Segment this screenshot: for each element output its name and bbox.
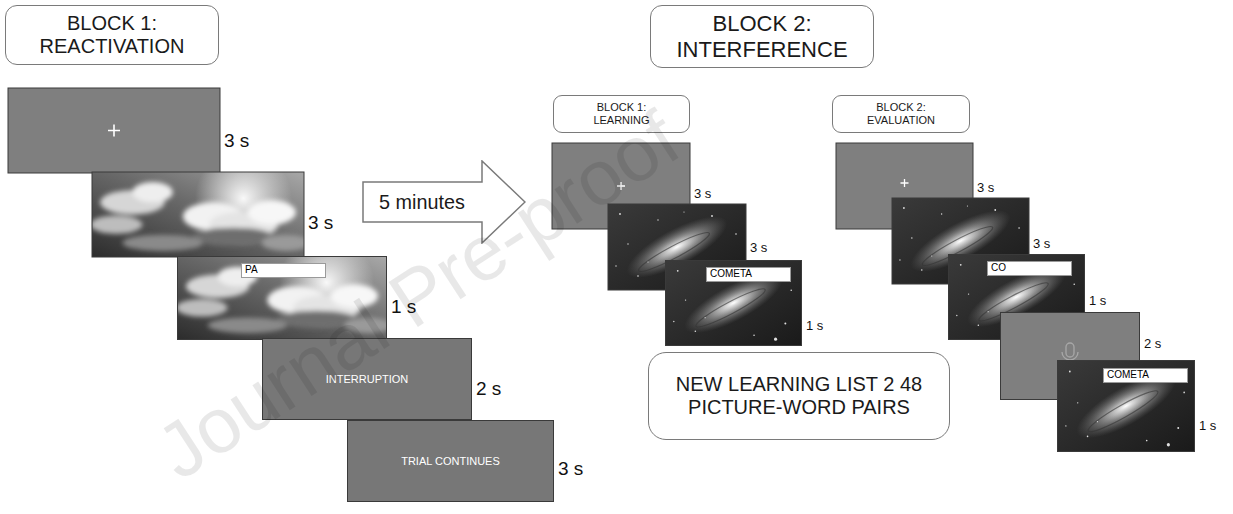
picture-slide xyxy=(90,150,310,257)
header-text: BLOCK 2: INTERFERENCE xyxy=(659,11,865,62)
block-arrow xyxy=(363,161,525,243)
fixation-cross xyxy=(108,125,120,137)
slide-fill xyxy=(348,421,553,501)
fixation-slide xyxy=(8,88,220,173)
duration-label: 1 s xyxy=(391,296,416,318)
stimulus-slide: PA xyxy=(177,256,387,340)
duration-label: 3 s xyxy=(1033,236,1050,251)
fixation-cross xyxy=(901,179,909,187)
header-text: BLOCK 2: EVALUATION xyxy=(861,101,941,126)
info-box: NEW LEARNING LIST 2 48 PICTURE-WORD PAIR… xyxy=(648,352,950,440)
fixation-cross xyxy=(617,182,625,190)
duration-label: 3 s xyxy=(977,180,994,195)
slide-frame xyxy=(92,172,304,257)
galaxy-picture xyxy=(1058,361,1194,451)
stimulus-slide: COMETA xyxy=(665,260,802,346)
message-slide: TRIAL CONTINUES xyxy=(347,420,554,502)
message-text: TRIAL CONTINUES xyxy=(401,455,500,467)
word-cue: COMETA xyxy=(1103,368,1188,383)
duration-label: 3 s xyxy=(750,240,767,255)
feedback-slide: COMETA xyxy=(1057,360,1195,452)
header-text: BLOCK 1: LEARNING xyxy=(582,101,662,126)
delay-text: 5 minutes xyxy=(362,191,482,214)
galaxy-picture xyxy=(666,261,801,345)
message-text: INTERRUPTION xyxy=(326,373,409,385)
cloud-picture xyxy=(90,150,310,257)
word-cue: CO xyxy=(987,261,1072,276)
header-text: BLOCK 1: REACTIVATION xyxy=(14,12,210,58)
delay-arrow: 5 minutes xyxy=(362,160,526,244)
phase-header: BLOCK 1: LEARNING xyxy=(553,95,690,133)
slide-fill xyxy=(263,339,471,419)
message-slide: INTERRUPTION xyxy=(262,338,472,420)
duration-label: 1 s xyxy=(806,318,823,333)
duration-label: 1 s xyxy=(1089,293,1106,308)
clouds-picture xyxy=(178,257,386,339)
block-header: BLOCK 1: REACTIVATION xyxy=(5,5,219,65)
galaxy-picture xyxy=(949,255,1084,339)
duration-label: 3 s xyxy=(694,186,711,201)
duration-label: 3 s xyxy=(308,212,333,234)
duration-label: 3 s xyxy=(224,130,249,152)
block-header: BLOCK 2: INTERFERENCE xyxy=(650,5,874,68)
duration-label: 3 s xyxy=(558,458,583,480)
slide-frame xyxy=(8,88,220,173)
duration-label: 1 s xyxy=(1199,418,1216,433)
word-cue: COMETA xyxy=(706,267,791,282)
phase-header: BLOCK 2: EVALUATION xyxy=(832,95,970,133)
header-text: NEW LEARNING LIST 2 48 PICTURE-WORD PAIR… xyxy=(659,373,939,419)
duration-label: 2 s xyxy=(476,378,501,400)
duration-label: 2 s xyxy=(1144,336,1161,351)
word-cue: PA xyxy=(241,263,326,278)
